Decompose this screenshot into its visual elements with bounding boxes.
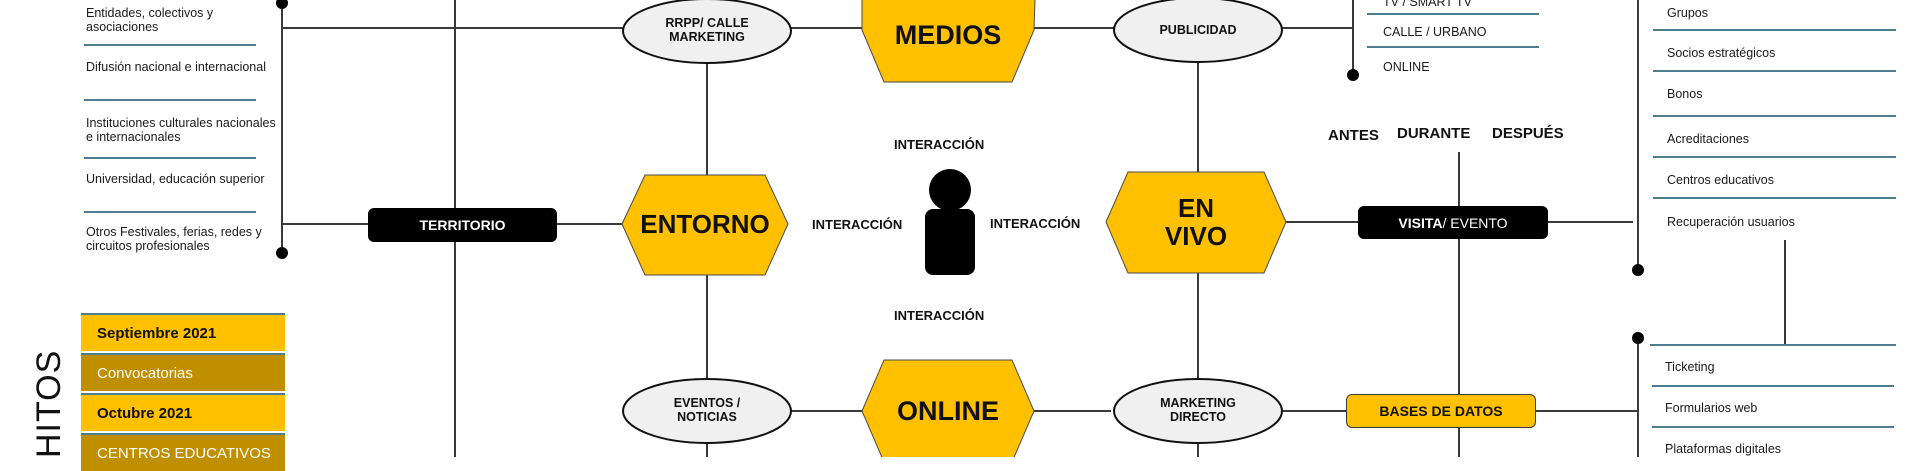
- list-item: Universidad, educación superior: [86, 172, 265, 186]
- interaccion-right: INTERACCIÓN: [990, 216, 1081, 231]
- evento-label: / EVENTO: [1442, 214, 1508, 231]
- hito-row[interactable]: Septiembre 2021: [81, 313, 285, 351]
- hito-row[interactable]: Convocatorias: [81, 353, 285, 391]
- territorio-node[interactable]: TERRITORIO: [368, 208, 557, 242]
- list-item: Grupos: [1667, 6, 1708, 20]
- list-item: Centros educativos: [1667, 173, 1775, 187]
- person-icon: [925, 169, 975, 275]
- marketing-line2: DIRECTO: [1169, 410, 1227, 424]
- list-item: Entidades, colectivos y asociaciones: [86, 6, 214, 34]
- list-item: Acreditaciones: [1667, 132, 1749, 146]
- entorno-hexagon[interactable]: [621, 174, 789, 276]
- online-hexagon[interactable]: [861, 359, 1035, 457]
- interaccion-left: INTERACCIÓN: [812, 217, 903, 232]
- en-vivo-line1: EN: [1177, 193, 1215, 224]
- list-item: Recuperación usuarios: [1667, 215, 1795, 229]
- visita-label: VISITA: [1398, 214, 1443, 231]
- list-item: Otros Festivales, ferias, redes y circui…: [86, 225, 262, 253]
- medios-hexagon[interactable]: [861, 0, 1036, 83]
- marketing-directo-node[interactable]: MARKETING DIRECTO: [1114, 379, 1282, 443]
- medios-label: MEDIOS: [894, 19, 1002, 50]
- timing-despues: DESPUÉS: [1492, 125, 1564, 142]
- entorno-label: ENTORNO: [640, 209, 770, 240]
- hito-row[interactable]: Octubre 2021: [81, 393, 285, 431]
- eventos-line2: NOTICIAS: [677, 410, 737, 424]
- diagram-canvas: [84, 0, 1896, 457]
- list-item: Plataformas digitales: [1665, 442, 1782, 456]
- interaccion-top: INTERACCIÓN: [894, 137, 985, 152]
- eventos-line1: EVENTOS /: [673, 396, 741, 411]
- en-vivo-label: EN VIVO: [1106, 172, 1286, 273]
- list-item: ONLINE: [1383, 60, 1430, 74]
- list-item: Socios estratégicos: [1667, 46, 1776, 60]
- hitos-title: HITOS: [30, 349, 68, 458]
- timing-durante: DURANTE: [1397, 125, 1471, 142]
- publicidad-node[interactable]: PUBLICIDAD: [1159, 23, 1237, 38]
- en-vivo-hexagon[interactable]: [1105, 171, 1287, 274]
- en-vivo-line2: VIVO: [1164, 220, 1228, 251]
- list-item: TV / SMART TV: [1383, 0, 1472, 9]
- visita-evento-node[interactable]: VISITA / EVENTO: [1358, 206, 1548, 239]
- hito-row[interactable]: CENTROS EDUCATIVOS: [81, 433, 285, 471]
- list-item: Instituciones culturales nacionales e in…: [86, 116, 276, 144]
- timing-antes: ANTES: [1328, 127, 1379, 144]
- interaccion-bottom: INTERACCIÓN: [894, 308, 985, 323]
- bases-de-datos-node[interactable]: BASES DE DATOS: [1346, 394, 1536, 428]
- list-item: Formularios web: [1665, 401, 1758, 415]
- rrpp-line1: RRPP/ CALLE: [665, 16, 749, 31]
- online-label: ONLINE: [896, 395, 999, 426]
- rrpp-calle-marketing-node[interactable]: RRPP/ CALLE MARKETING: [623, 0, 791, 62]
- list-item: Bonos: [1667, 87, 1703, 101]
- list-item: Difusión nacional e internacional: [86, 60, 266, 74]
- eventos-noticias-node[interactable]: EVENTOS / NOTICIAS: [623, 379, 791, 443]
- rrpp-line2: MARKETING: [669, 30, 745, 44]
- list-item: CALLE / URBANO: [1383, 25, 1487, 39]
- list-item: Ticketing: [1665, 360, 1715, 374]
- marketing-line1: MARKETING: [1160, 396, 1236, 411]
